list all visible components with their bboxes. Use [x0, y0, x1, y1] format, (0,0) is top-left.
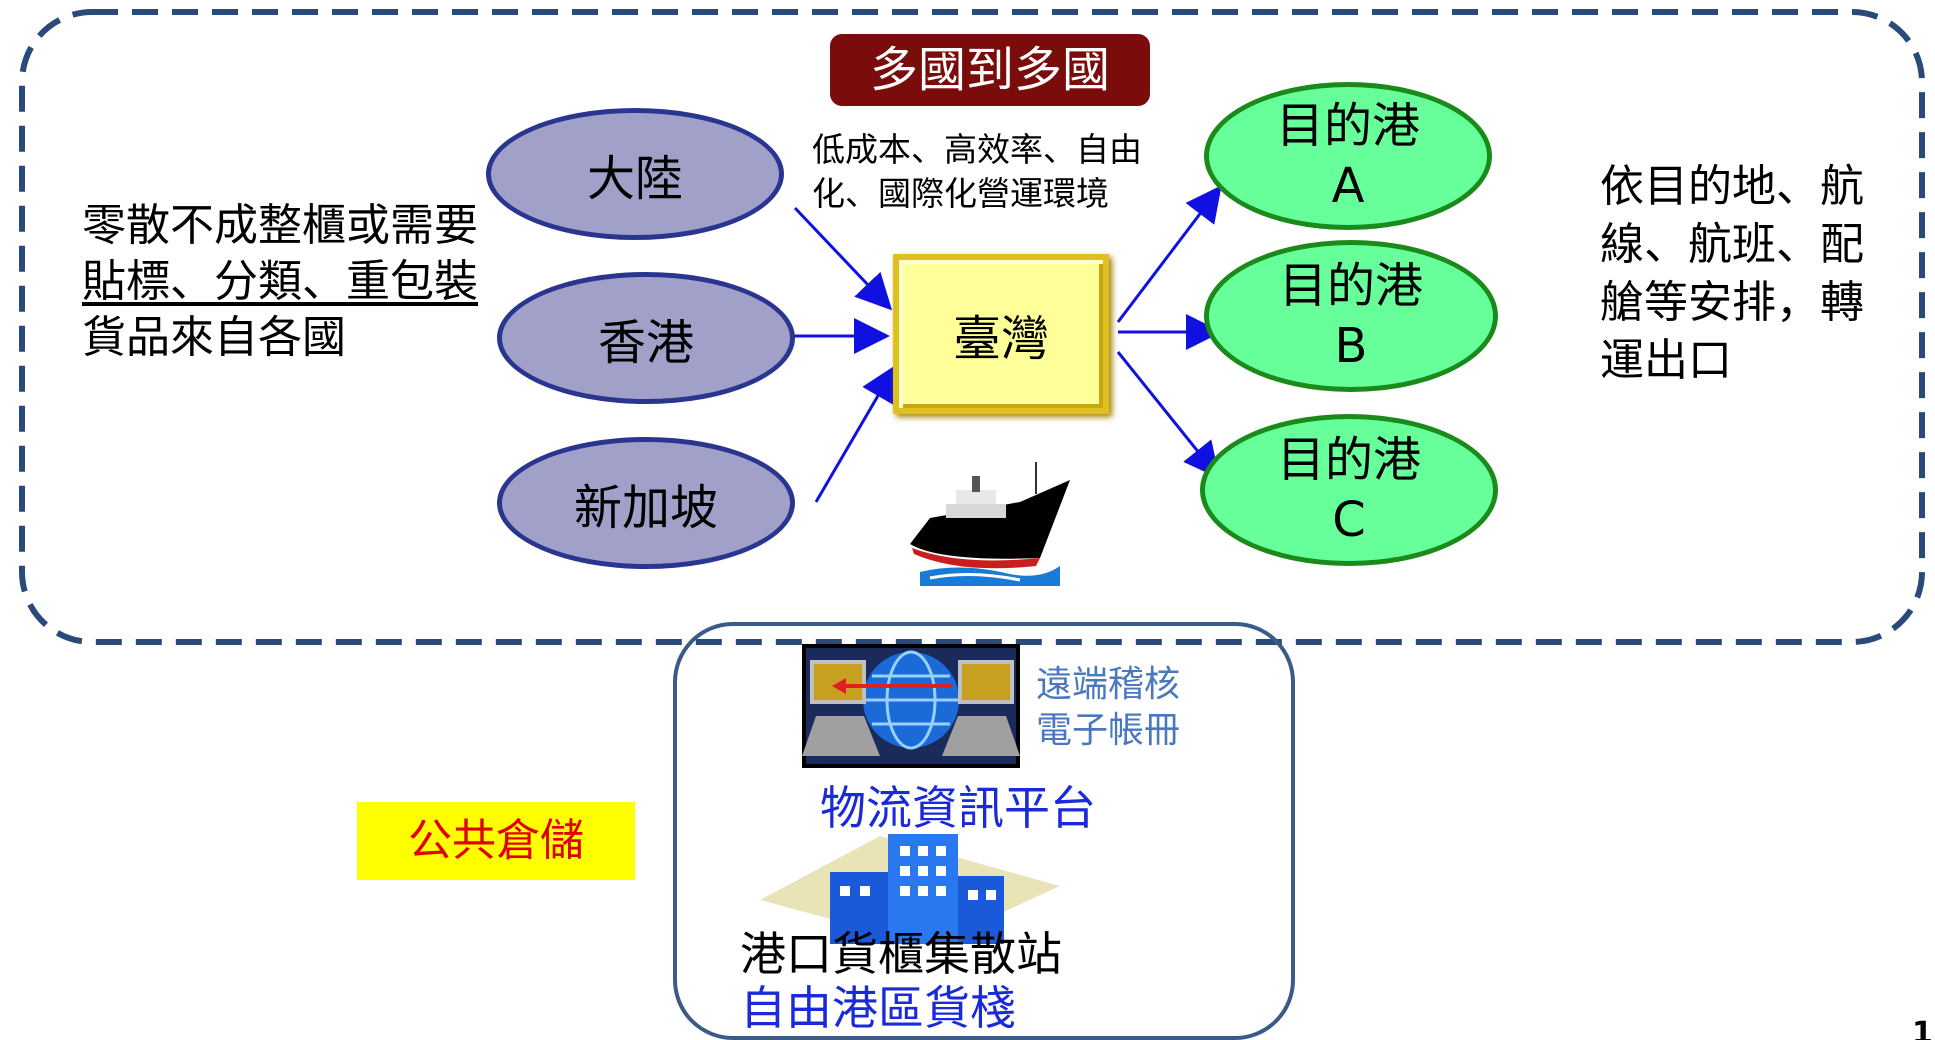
arrow-mainland-to-hub: [793, 206, 893, 311]
arrow-hub-to-dest-a: [1116, 185, 1222, 323]
destination-c: 目的港 C: [1200, 414, 1498, 566]
platform-label: 物流資訊平台: [820, 781, 1096, 835]
origin-label: 香港: [597, 315, 694, 371]
origin-singapore: 新加坡: [497, 437, 795, 569]
page-number: 1: [1912, 1016, 1933, 1040]
dest-label-line2: A: [1331, 158, 1365, 214]
arrow-singapore-to-hub: [814, 364, 897, 503]
hub-taiwan: 臺灣: [893, 254, 1109, 414]
destination-a: 目的港 A: [1204, 82, 1492, 230]
computer-network-icon: [802, 644, 1020, 768]
origin-label: 大陸: [586, 151, 683, 207]
diagram-title: 多國到多國: [830, 34, 1150, 106]
origin-hongkong: 香港: [497, 272, 795, 404]
hub-note: 低成本、高效率、自由化、國際化營運環境: [812, 130, 1142, 213]
dest-label-line1: 目的港: [1276, 432, 1421, 488]
origin-label: 新加坡: [573, 480, 718, 536]
left-note-part1: 零散不成整櫃或需要: [82, 200, 478, 251]
origin-mainland: 大陸: [486, 108, 784, 240]
dest-label-line1: 目的港: [1278, 258, 1423, 314]
right-note: 依目的地、航線、航班、配艙等安排，轉運出口: [1600, 161, 1864, 386]
public-warehouse-label: 公共倉儲: [357, 802, 635, 880]
audit-line1: 遠端稽核: [1036, 664, 1181, 705]
left-note-part2: 貼標、分類、: [82, 256, 346, 307]
dest-label-line1: 目的港: [1275, 98, 1420, 154]
building-icon: [760, 834, 1060, 946]
platform-box: [673, 622, 1295, 1040]
destination-b: 目的港 B: [1204, 240, 1498, 392]
hub-label: 臺灣: [952, 311, 1049, 367]
container-freight-station-label: 港口貨櫃集散站: [740, 927, 1062, 981]
arrow-hub-to-dest-c: [1116, 351, 1220, 479]
left-note-part3: 重包裝: [346, 256, 478, 307]
ship-icon: [910, 462, 1070, 586]
left-note-part4: 貨品來自各國: [82, 312, 346, 363]
dashed-frame: [19, 9, 1925, 645]
audit-line2: 電子帳冊: [1036, 710, 1181, 751]
dest-label-line2: C: [1332, 492, 1366, 548]
free-trade-zone-warehouse-label: 自由港區貨棧: [740, 981, 1016, 1035]
dest-label-line2: B: [1334, 318, 1368, 374]
left-note: 零散不成整櫃或需要貼標、分類、重包裝貨品來自各國: [82, 198, 482, 366]
audit-text: 遠端稽核 電子帳冊: [1036, 662, 1180, 754]
